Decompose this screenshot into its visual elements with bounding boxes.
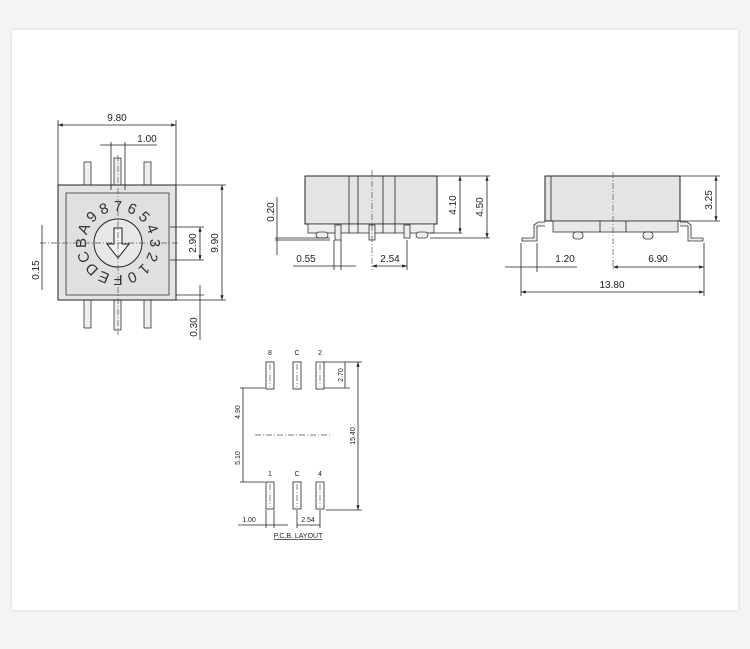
end-view: 3.25 1.20 6.90 13.80 <box>505 172 720 296</box>
pin <box>113 157 122 187</box>
pin <box>113 299 122 331</box>
dim-pitch: 2.54 <box>301 517 315 524</box>
lead <box>521 221 545 242</box>
dim-pad-width: 1.00 <box>242 517 256 524</box>
lead <box>680 221 704 242</box>
pin-label: 2 <box>318 350 322 357</box>
pin-label: C <box>294 471 299 478</box>
pin-label: 8 <box>268 350 272 357</box>
dim-total: 15.40 <box>350 427 357 445</box>
dim-pad: 2.70 <box>338 368 345 382</box>
dim-total-height: 4.50 <box>475 197 486 217</box>
pin <box>143 299 152 329</box>
dial-label: 7 <box>114 198 122 215</box>
dim-bottom: 0.30 <box>189 317 200 337</box>
dim-body-height: 4.10 <box>448 195 459 215</box>
dim-standoff: 0.20 <box>266 202 277 222</box>
dim-pitch: 2.54 <box>380 254 400 265</box>
pin-label: 1 <box>268 471 272 478</box>
pin-label: C <box>294 350 299 357</box>
dim-pin: 0.55 <box>296 254 316 265</box>
dim-half: 6.90 <box>648 254 668 265</box>
dim-offset: 0.15 <box>31 260 42 280</box>
switch-body <box>304 175 438 225</box>
dim-window: 2.90 <box>188 233 199 253</box>
pin <box>83 161 92 187</box>
dim-lead: 1.20 <box>555 254 575 265</box>
drawing-sheet <box>12 30 738 610</box>
pcb-layout-title: P.C.B. LAYOUT <box>274 533 323 540</box>
dim-pin-width: 1.00 <box>137 134 157 145</box>
pin-label: 4 <box>318 471 322 478</box>
dim-height: 3.25 <box>704 190 715 210</box>
dim-height: 9.90 <box>210 233 221 253</box>
dim-lower: 5.10 <box>235 451 242 465</box>
pin <box>143 161 152 187</box>
dim-upper: 4.90 <box>235 405 242 419</box>
pin <box>83 299 92 329</box>
dim-total: 13.80 <box>599 280 624 291</box>
dim-width: 9.80 <box>107 113 127 124</box>
side-view: 0.20 0.55 2.54 4.10 4.50 <box>266 170 490 270</box>
switch-body <box>544 175 681 222</box>
